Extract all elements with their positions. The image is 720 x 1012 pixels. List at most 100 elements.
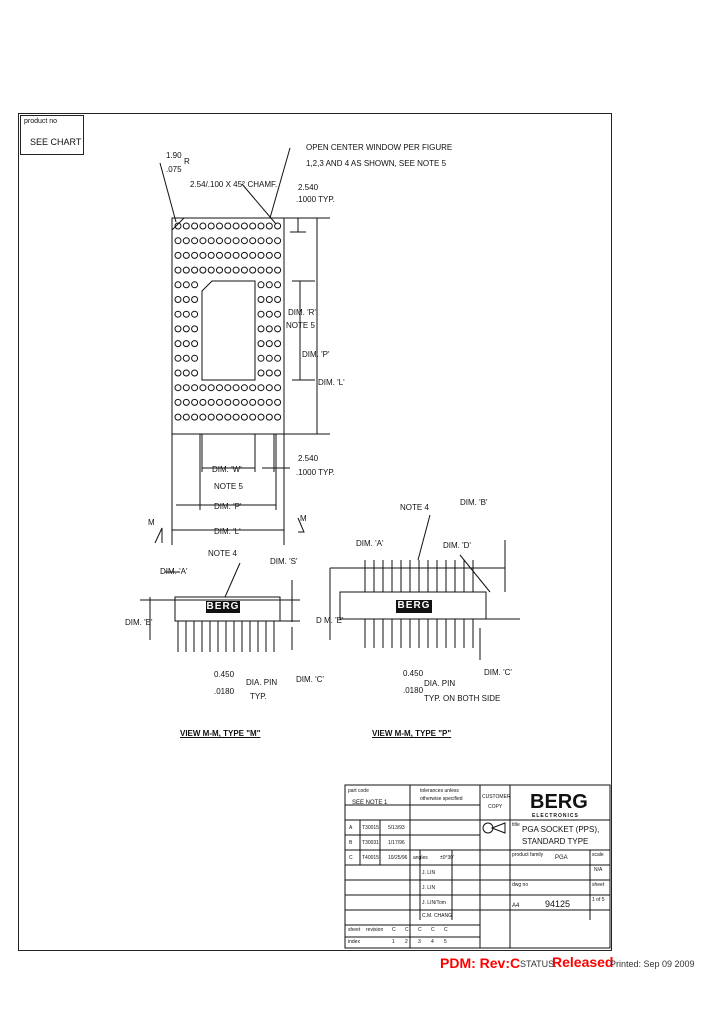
tb-date-3: 10/25/96 (388, 855, 408, 861)
pin-hole (191, 340, 199, 348)
tb-sheet-cell: 4 (431, 939, 434, 945)
pin-hole (232, 413, 240, 421)
view-m-dim-c: DIM. 'C' (296, 675, 324, 684)
tb-date-2: 1/17/96 (388, 840, 405, 846)
tb-brand: BERG (530, 791, 588, 813)
view-m-title: VIEW M-M, TYPE "M" (180, 729, 261, 738)
pin-hole (265, 266, 273, 274)
view-m-logo: BERG (206, 601, 240, 613)
view-m-pin-mm: 0.450 (214, 670, 235, 679)
pin-hole (274, 222, 282, 230)
view-m-pin-in: .0180 (214, 687, 235, 696)
tb-see-note: SEE NOTE 1 (352, 800, 388, 806)
pin-hole (174, 222, 182, 230)
pin-hole (265, 398, 273, 406)
view-p-dim-e: D M. 'E' (316, 616, 344, 625)
pitch-top-mm: 2.540 (298, 183, 319, 192)
pin-hole (174, 369, 182, 377)
view-p-dim-b: DIM. 'B' (460, 498, 488, 507)
pin-hole (174, 237, 182, 245)
pin-hole (191, 384, 199, 392)
pin-hole (265, 354, 273, 362)
view-p-logo: BERG (396, 600, 432, 613)
pin-hole (257, 398, 265, 406)
pin-hole (224, 413, 232, 421)
status-value: Released (552, 954, 614, 970)
pin-hole (182, 251, 190, 259)
tb-revision-row-label: revision (366, 927, 384, 933)
tb-ecr-1: T30015 (362, 825, 379, 831)
pin-hole (265, 413, 273, 421)
pin-hole (191, 354, 199, 362)
tb-angles: angles (413, 855, 428, 861)
socket-outline (171, 217, 285, 435)
radius-symbol: R (184, 157, 190, 166)
status-label: STATUS: (520, 959, 557, 969)
pin-hole (274, 354, 282, 362)
pin-hole (207, 413, 215, 421)
pin-hole (191, 251, 199, 259)
dim-p-vertical-label: DIM. 'P' (302, 350, 330, 359)
pin-hole (182, 222, 190, 230)
tb-product-family-label: product family (512, 852, 544, 858)
pin-hole (257, 384, 265, 392)
pin-hole (191, 398, 199, 406)
view-m-typ: TYP. (250, 692, 267, 701)
pin-hole (257, 413, 265, 421)
pin-hole (216, 222, 223, 230)
pin-hole (232, 266, 240, 274)
pin-hole (199, 413, 207, 421)
pin-hole (257, 296, 265, 303)
view-p-typ: TYP. ON BOTH SIDE (424, 694, 501, 703)
chamfer-note: 2.54/.100 X 45° CHAMF. (190, 180, 278, 189)
view-m-pin-label: DIA. PIN (246, 678, 278, 687)
dim-l-horizontal-label: DIM. 'L' (214, 527, 241, 536)
pin-hole (216, 251, 223, 259)
tb-tolerances-1: tolerances unless (420, 788, 459, 794)
pin-hole (249, 222, 257, 230)
pin-hole (249, 413, 257, 421)
tb-title-label: title (512, 822, 520, 828)
section-marker-left: M (148, 518, 155, 527)
pin-hole (232, 237, 240, 245)
view-p-dim-c: DIM. 'C' (484, 668, 512, 677)
tb-part-code-label: part code (348, 788, 369, 794)
pin-hole (240, 237, 248, 245)
view-p-pin-in: .0180 (403, 686, 424, 695)
pin-hole (265, 222, 273, 230)
tb-sheet-cell: 5 (444, 939, 447, 945)
tb-title-2: STANDARD TYPE (522, 837, 589, 846)
pin-hole (199, 398, 207, 406)
tb-scale: N/A (594, 867, 603, 873)
title-block (344, 784, 611, 949)
pin-hole (191, 222, 199, 230)
tb-tolerances-2: otherwise specified (420, 796, 463, 802)
pin-hole (265, 310, 273, 318)
tb-sheet-cell: 2 (405, 939, 408, 945)
tb-scale-label: scale (592, 852, 604, 858)
pin-hole (265, 296, 273, 303)
tb-size: A4 (512, 903, 520, 909)
pin-hole (174, 310, 182, 318)
tb-sheet-label: sheet (592, 882, 605, 888)
pin-hole (216, 413, 223, 421)
pin-hole (224, 251, 232, 259)
tb-sheet-cell: 3 (418, 939, 421, 945)
pin-hole (191, 266, 199, 274)
pin-hole (249, 266, 257, 274)
pin-hole (240, 251, 248, 259)
pin-hole (207, 222, 215, 230)
pin-hole (207, 237, 215, 245)
pin-hole (240, 398, 248, 406)
pin-hole (191, 369, 199, 377)
pin-hole (274, 369, 282, 377)
pin-hole (257, 369, 265, 377)
pin-hole (182, 325, 190, 333)
tb-ecr-2: T30031 (362, 840, 379, 846)
pin-hole (274, 398, 282, 406)
pin-hole (191, 296, 199, 303)
pin-hole (257, 222, 265, 230)
pin-hole (216, 398, 223, 406)
pitch-bot-mm: 2.540 (298, 454, 319, 463)
tb-approved: C.M. CHANG (422, 913, 452, 919)
